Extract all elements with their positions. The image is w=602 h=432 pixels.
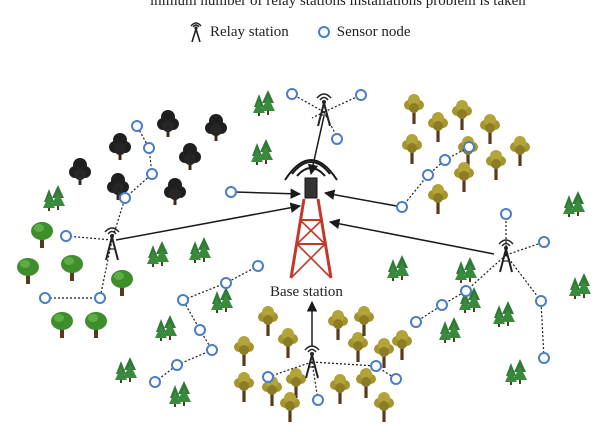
relay-station-left: [104, 227, 120, 261]
legend-sensor-label: Sensor node: [336, 23, 411, 40]
relay-station-icon: [190, 22, 202, 43]
cropped-caption: inimum number of relay stations installa…: [150, 0, 526, 9]
dark-tree-cluster: [69, 110, 227, 205]
base-station-tower-icon: [284, 159, 338, 279]
legend-relay-label: Relay station: [210, 23, 289, 40]
legend: Relay station Sensor node: [188, 14, 439, 50]
green-tree-cluster: [17, 222, 133, 338]
base-station-label: Base station: [270, 284, 343, 300]
sensor-node-icon: [317, 26, 330, 38]
cropped-caption-text: inimum number of relay stations installa…: [0, 0, 602, 10]
olive-tree-cluster-upper: [402, 94, 530, 214]
sensor-nodes: [39, 88, 550, 406]
olive-tree-cluster-lower: [234, 306, 412, 422]
legend-item-sensor: Sensor node: [317, 24, 411, 41]
legend-item-relay: Relay station: [188, 21, 289, 43]
direct-links: [115, 115, 495, 346]
relay-station-right: [498, 239, 514, 273]
